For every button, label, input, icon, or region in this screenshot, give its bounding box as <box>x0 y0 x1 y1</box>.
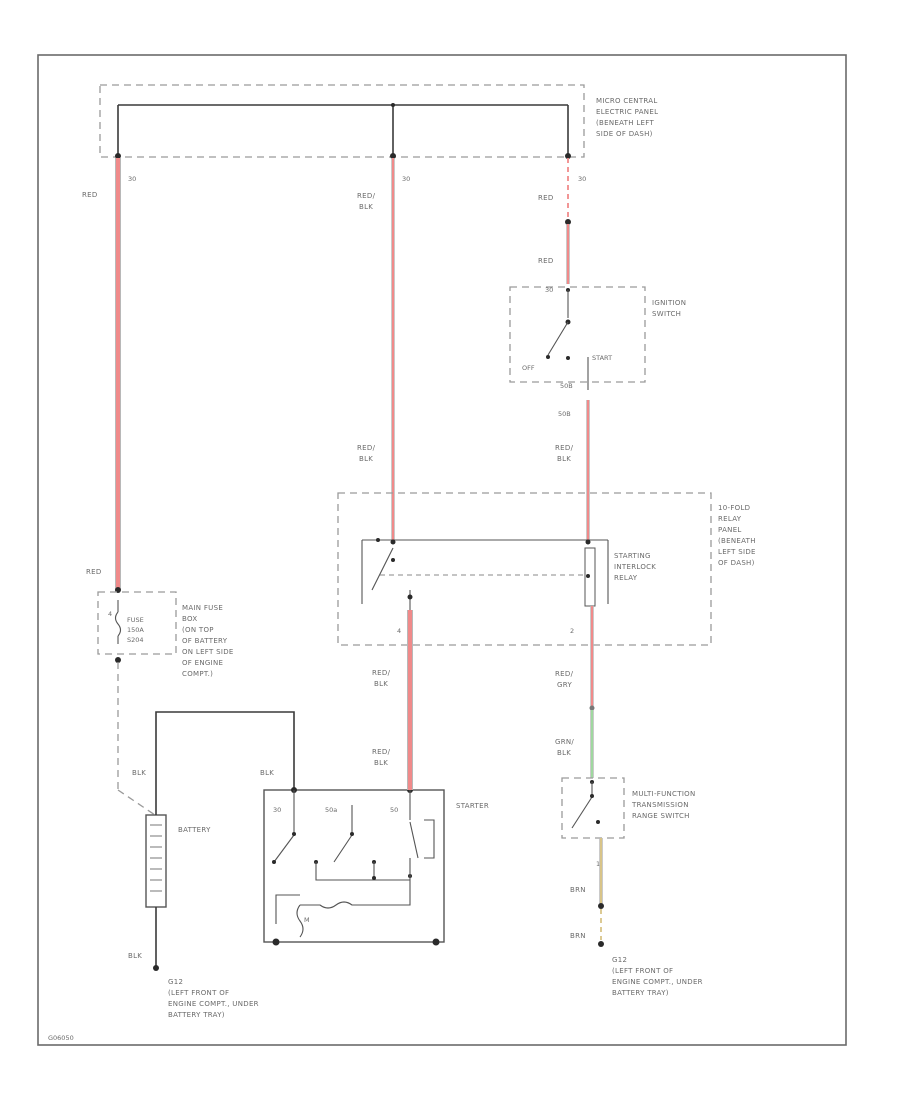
ground-right-label: G12 (LEFT FRONT OF ENGINE COMPT., UNDER … <box>612 956 705 997</box>
starter-pin-50a: 50a <box>325 806 337 814</box>
wire-relay-to-mfts <box>589 606 595 778</box>
interlock-relay-label: STARTING INTERLOCK RELAY <box>614 552 659 582</box>
wire-label-red-right-mid: RED <box>538 257 554 265</box>
ignition-off-label: OFF <box>522 364 535 372</box>
wire-label-red-blk-ign-out: RED/ BLK <box>555 444 576 463</box>
starter-internals: M <box>272 787 440 946</box>
starter-label: STARTER <box>456 802 489 810</box>
wire-label-red-blk-relay-out1: RED/ BLK <box>372 669 393 688</box>
battery-symbol <box>145 814 167 908</box>
ignition-start-label: START <box>592 354 612 362</box>
wire-label-red-blk-relay-in: RED/ BLK <box>357 444 378 463</box>
wire-label-red-blk-relay-out2: RED/ BLK <box>372 748 393 767</box>
mfts-box <box>561 777 625 839</box>
wire-label-red-left-top: RED <box>82 191 98 199</box>
fuse-pin-4: 4 <box>108 610 112 618</box>
wire-label-blk-starter: BLK <box>260 769 274 777</box>
wire-label-red-right-top: RED <box>538 194 554 202</box>
relay-pin-2: 2 <box>570 627 574 635</box>
central-panel-label: MICRO CENTRAL ELECTRIC PANEL (BENEATH LE… <box>596 97 661 138</box>
starter-pin-50: 50 <box>390 806 398 814</box>
central-panel-box <box>99 84 585 158</box>
ignition-pin-30: 30 <box>545 286 553 294</box>
ignition-pin-50b: 50B <box>560 382 573 390</box>
starter-box <box>263 789 445 943</box>
figure-id: G06050 <box>48 1034 74 1042</box>
wire-red-right <box>565 158 571 284</box>
diagram-frame <box>37 54 847 1046</box>
relay-panel-box <box>337 492 712 646</box>
wire-brn-ground <box>598 838 604 947</box>
ground-left-label: G12 (LEFT FRONT OF ENGINE COMPT., UNDER … <box>168 978 261 1019</box>
fuse-label: FUSE 150A S204 <box>127 616 146 644</box>
wire-label-red-gry: RED/ GRY <box>555 670 576 689</box>
mfts-contacts <box>571 780 600 829</box>
battery-label: BATTERY <box>178 826 211 834</box>
central-panel-bus <box>115 103 571 159</box>
pin-30-left: 30 <box>128 175 136 183</box>
mfts-pin: 1 <box>596 860 600 868</box>
fuse-box <box>97 591 177 655</box>
ignition-switch-box <box>509 286 646 383</box>
wire-label-brn-2: BRN <box>570 932 586 940</box>
wire-label-brn-1: BRN <box>570 886 586 894</box>
wire-label-red-fuse: RED <box>86 568 102 576</box>
ignition-switch-label: IGNITION SWITCH <box>652 299 689 318</box>
starter-pin-30: 30 <box>273 806 281 814</box>
wire-label-blk-battery-ground: BLK <box>128 952 142 960</box>
wire-label-blk-battery-top: BLK <box>132 769 146 777</box>
wire-label-50b: 50B <box>558 410 571 418</box>
relay-pin-4: 4 <box>397 627 401 635</box>
fuse-box-label: MAIN FUSE BOX (ON TOP OF BATTERY ON LEFT… <box>182 604 236 678</box>
wire-label-red-blk-center-top: RED/ BLK <box>357 192 378 211</box>
wire-label-grn-blk: GRN/ BLK <box>555 738 577 757</box>
pin-30-center: 30 <box>402 175 410 183</box>
ignition-switch-contacts <box>546 288 589 390</box>
pin-30-right: 30 <box>578 175 586 183</box>
battery-cells <box>150 824 162 892</box>
wire-battery-to-starter <box>155 711 295 815</box>
relay-panel-label: 10-FOLD RELAY PANEL (BENEATH LEFT SIDE O… <box>718 504 758 567</box>
interlock-relay-symbol <box>361 538 609 610</box>
fuse-symbol <box>114 600 122 644</box>
mfts-label: MULTI-FUNCTION TRANSMISSION RANGE SWITCH <box>631 790 698 820</box>
starter-motor-label: M <box>304 916 310 924</box>
